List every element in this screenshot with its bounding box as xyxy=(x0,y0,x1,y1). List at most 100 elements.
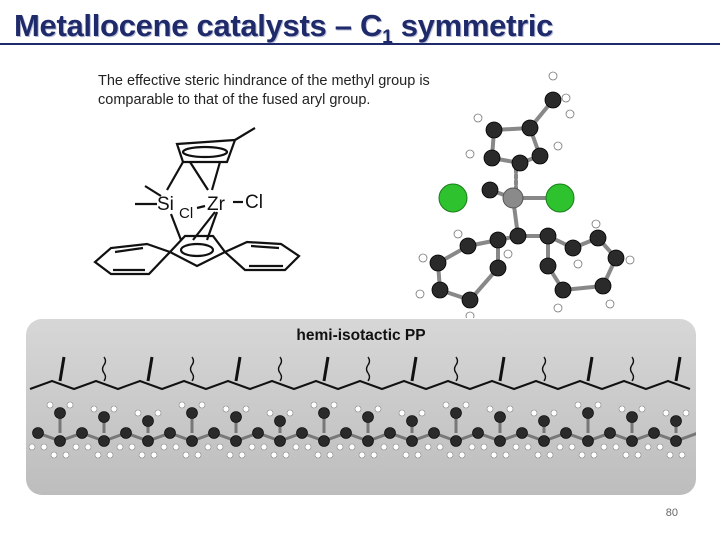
carbon-atom xyxy=(472,427,484,439)
hydrogen-atom xyxy=(72,443,80,451)
backbone-zigzag xyxy=(29,379,691,391)
hydrogen-atom xyxy=(370,451,378,459)
hydrogen-atom xyxy=(150,451,158,459)
hydrogen-atom xyxy=(354,405,362,413)
carbon-atom xyxy=(230,435,242,447)
carbon-atom xyxy=(142,435,154,447)
hydrogen-atom xyxy=(84,443,92,451)
zr-label: Zr xyxy=(207,194,226,215)
methyl-carbon xyxy=(406,415,418,427)
hydrogen-atom xyxy=(50,451,58,459)
hydrogen-atom xyxy=(238,451,246,459)
hydrogen-atom xyxy=(172,443,180,451)
hydrogen-atom xyxy=(226,451,234,459)
carbon-atom xyxy=(384,427,396,439)
methyl-bond xyxy=(586,356,594,382)
carbon-atom xyxy=(516,427,528,439)
wavy-bond xyxy=(541,356,547,382)
hydrogen-atom xyxy=(486,405,494,413)
hydrogen-atom xyxy=(468,443,476,451)
carbon-atom xyxy=(252,427,264,439)
hydrogen-atom xyxy=(28,443,36,451)
title-underline xyxy=(0,43,720,45)
hydrogen-atom xyxy=(458,451,466,459)
hydrogen-atom xyxy=(282,451,290,459)
hydrogen-atom xyxy=(380,443,388,451)
hydrogen-atom xyxy=(436,443,444,451)
hydrogen-atom xyxy=(666,451,674,459)
methyl-bond xyxy=(146,356,154,382)
methyl-carbon xyxy=(142,415,154,427)
hydrogen-atom xyxy=(594,401,602,409)
hydrogen-atom xyxy=(568,443,576,451)
wavy-bond xyxy=(453,356,459,382)
methyl-carbon xyxy=(230,411,242,423)
hydrogen-atom xyxy=(160,443,168,451)
hemi-isotactic-pp-panel: hemi-isotactic PP xyxy=(26,319,696,495)
wavy-bond xyxy=(629,356,635,382)
carbon-atom xyxy=(560,427,572,439)
polymer-chain-diagram xyxy=(28,356,696,459)
hydrogen-atom xyxy=(644,443,652,451)
hydrogen-atom xyxy=(266,409,274,417)
hydrogen-atom xyxy=(480,443,488,451)
carbon-atom xyxy=(538,435,550,447)
hydrogen-atom xyxy=(194,451,202,459)
hydrogen-atom xyxy=(242,405,250,413)
methyl-carbon xyxy=(670,415,682,427)
hydrogen-atom xyxy=(374,405,382,413)
carbon-atom xyxy=(582,435,594,447)
hydrogen-atom xyxy=(546,451,554,459)
methyl-carbon xyxy=(626,411,638,423)
carbon-atom xyxy=(164,427,176,439)
methyl-bond xyxy=(58,356,66,382)
hydrogen-atom xyxy=(556,443,564,451)
hydrogen-atom xyxy=(248,443,256,451)
hydrogen-atom xyxy=(414,451,422,459)
carbon-atom xyxy=(318,435,330,447)
methyl-bond xyxy=(234,356,242,382)
hydrogen-atom xyxy=(348,443,356,451)
hydrogen-atom xyxy=(550,409,558,417)
hydrogen-atom xyxy=(462,401,470,409)
hydrogen-atom xyxy=(424,443,432,451)
methyl-carbon xyxy=(274,415,286,427)
hydrogen-atom xyxy=(392,443,400,451)
methyl-carbon xyxy=(362,411,374,423)
hydrogen-atom xyxy=(358,451,366,459)
si-label: Si xyxy=(157,194,174,215)
methyl-carbon xyxy=(582,407,594,419)
carbon-atom xyxy=(120,427,132,439)
slide-title: Metallocene catalysts – C1 symmetric xyxy=(14,8,554,49)
hydrogen-atom xyxy=(336,443,344,451)
carbon-atom xyxy=(670,435,682,447)
hydrogen-atom xyxy=(216,443,224,451)
hydrogen-atom xyxy=(134,409,142,417)
hydrogen-atom xyxy=(204,443,212,451)
carbon-atom xyxy=(648,427,660,439)
cl-right-label: Cl xyxy=(245,192,263,213)
hydrogen-atom xyxy=(524,443,532,451)
hydrogen-atom xyxy=(128,443,136,451)
carbon-atom xyxy=(186,435,198,447)
carbon-atom xyxy=(362,435,374,447)
hydrogen-atom xyxy=(182,451,190,459)
wavy-bond xyxy=(189,356,195,382)
carbon-atom xyxy=(208,427,220,439)
hydrogen-atom xyxy=(178,401,186,409)
hydrogen-atom xyxy=(590,451,598,459)
wavy-bond xyxy=(277,356,283,382)
hydrogen-atom xyxy=(310,401,318,409)
hydrogen-atom xyxy=(622,451,630,459)
pp-panel-label: hemi-isotactic PP xyxy=(296,327,426,344)
hydrogen-atom xyxy=(326,451,334,459)
methyl-bond xyxy=(322,356,330,382)
hydrogen-atom xyxy=(106,451,114,459)
hydrogen-atom xyxy=(634,451,642,459)
hydrogen-atom xyxy=(502,451,510,459)
wavy-bond xyxy=(365,356,371,382)
hydrogen-atom xyxy=(270,451,278,459)
carbon-atom xyxy=(604,427,616,439)
hydrogen-atom xyxy=(662,409,670,417)
methyl-carbon xyxy=(318,407,330,419)
